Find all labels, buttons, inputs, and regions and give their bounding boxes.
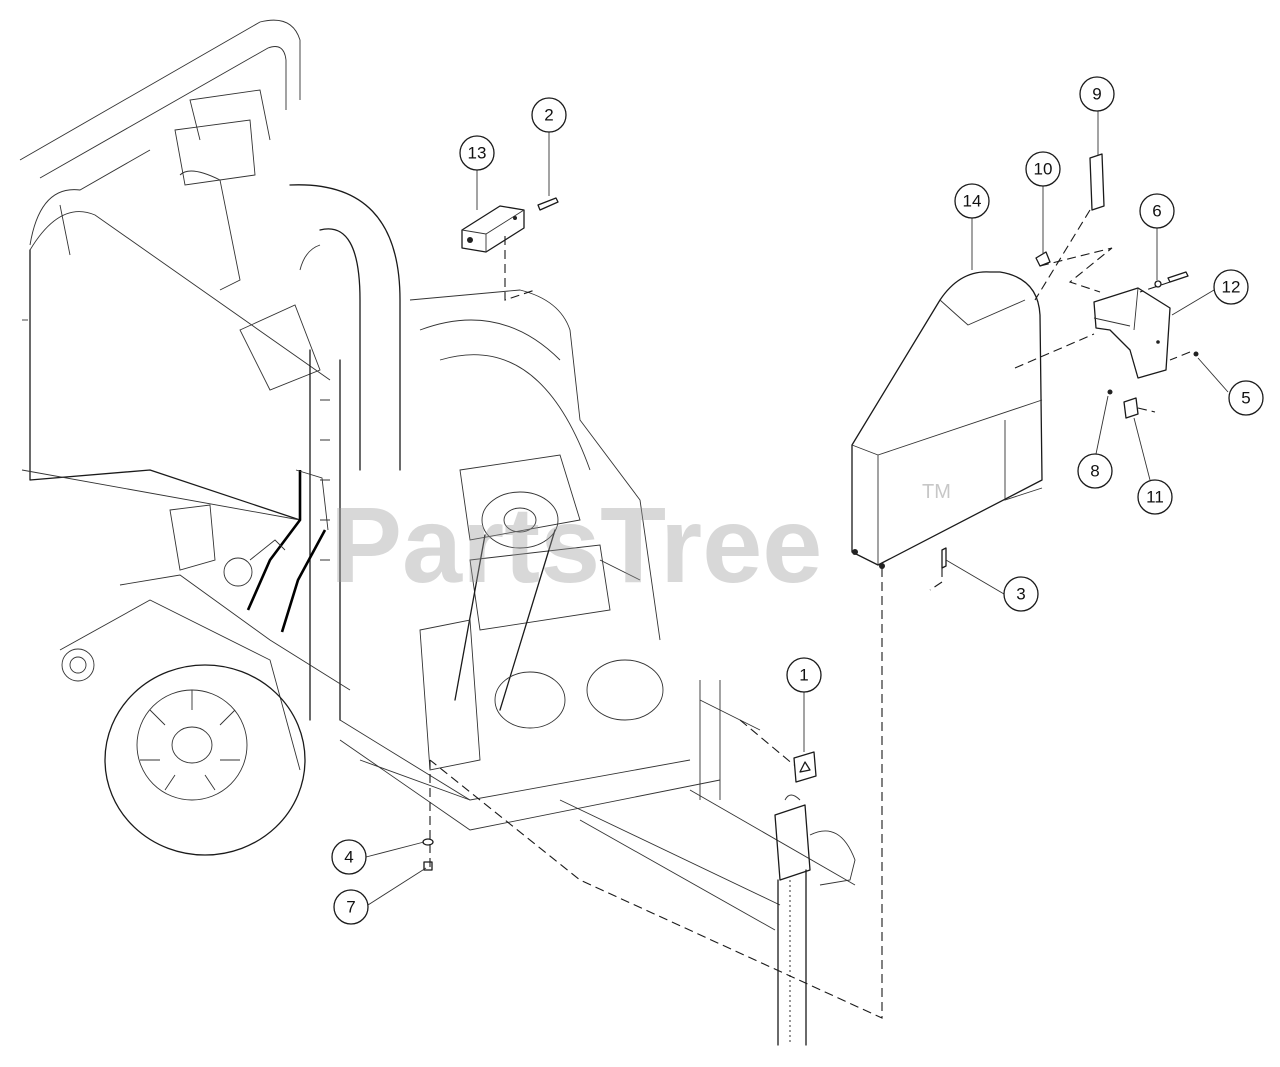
screw-part — [537, 197, 559, 211]
watermark-text: PartsTree — [330, 484, 822, 605]
clip-part — [1107, 389, 1139, 419]
callout-12: 12 — [1213, 269, 1249, 305]
callout-11: 11 — [1137, 479, 1173, 515]
callout-6: 6 — [1139, 193, 1175, 229]
small-bracket-part — [461, 205, 525, 253]
belt-guard-cover-part — [851, 271, 1043, 569]
svg-text:11: 11 — [1146, 488, 1164, 507]
pin-part — [941, 547, 947, 569]
svg-text:13: 13 — [468, 144, 487, 163]
bolt-part — [1154, 271, 1189, 288]
callout-9: 9 — [1079, 76, 1115, 112]
warning-decal-part — [793, 751, 817, 783]
svg-text:6: 6 — [1152, 202, 1161, 221]
svg-text:10: 10 — [1034, 160, 1053, 179]
assembly-guide-lines — [429, 209, 1191, 1019]
callout-5: 5 — [1228, 380, 1264, 416]
svg-text:12: 12 — [1222, 278, 1241, 297]
decal-part — [1089, 153, 1105, 211]
bracket-part — [1093, 287, 1171, 379]
callout-3: 3 — [1003, 576, 1039, 612]
callout-10: 10 — [1025, 151, 1061, 187]
callout-1: 1 — [786, 657, 822, 693]
watermark-trademark: TM — [922, 481, 951, 503]
small-screw-part — [1193, 351, 1199, 357]
callout-2: 2 — [531, 97, 567, 133]
svg-text:9: 9 — [1092, 85, 1101, 104]
callout-14: 14 — [954, 183, 990, 219]
callout-7: 7 — [333, 889, 369, 925]
callout-4: 4 — [331, 839, 367, 875]
svg-text:1: 1 — [799, 666, 808, 685]
svg-text:7: 7 — [346, 898, 355, 917]
watermark: PartsTree TM — [330, 481, 951, 605]
svg-text:2: 2 — [544, 106, 553, 125]
svg-text:14: 14 — [963, 192, 982, 211]
callout-8: 8 — [1077, 453, 1113, 489]
leader-lines — [365, 110, 1229, 906]
svg-text:5: 5 — [1241, 389, 1250, 408]
callout-13: 13 — [459, 135, 495, 171]
svg-text:4: 4 — [344, 848, 353, 867]
washer-part — [422, 838, 434, 846]
chipper-machine-illustration — [19, 19, 856, 1046]
svg-text:8: 8 — [1090, 462, 1099, 481]
svg-text:3: 3 — [1016, 585, 1025, 604]
